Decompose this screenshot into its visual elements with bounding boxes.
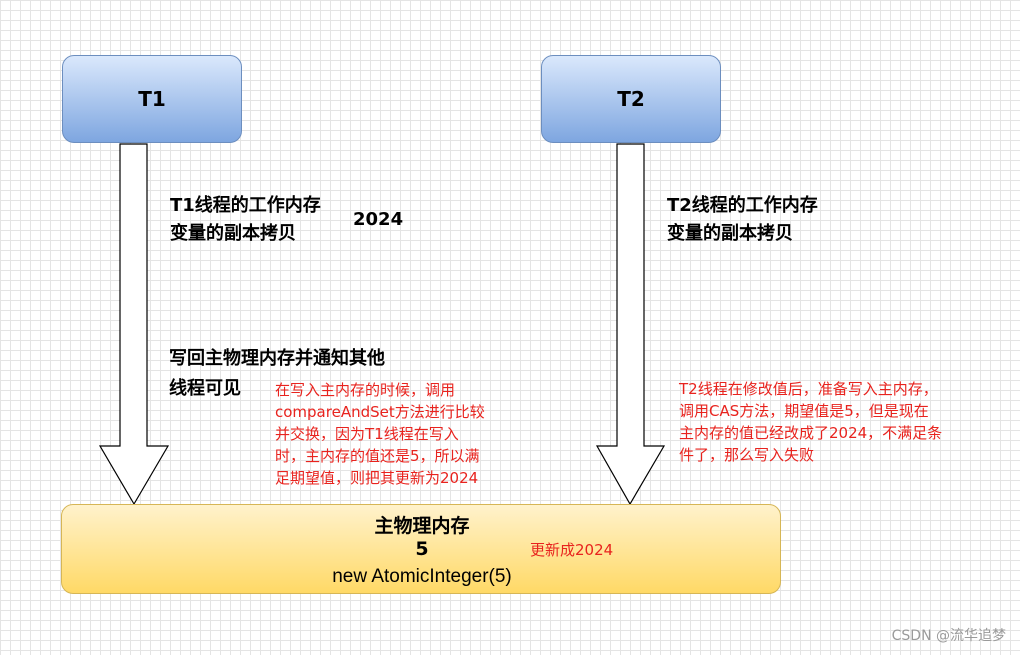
- t2-down-arrow: [595, 143, 666, 506]
- main-memory-value: 5: [415, 538, 429, 560]
- t1-cas-note-line: 在写入主内存的时候，调用: [275, 381, 456, 399]
- watermark: CSDN @流华追梦: [891, 628, 1006, 644]
- t2-working-memory-label: T2线程的工作内存 变量的副本拷贝: [667, 192, 818, 248]
- t1-cas-note-line: compareAndSet方法进行比较: [275, 403, 485, 421]
- t1-copy-value: 2024: [353, 209, 404, 230]
- t2-working-memory-line1: T2线程的工作内存: [667, 195, 818, 216]
- t1-working-memory-label: T1线程的工作内存 变量的副本拷贝: [170, 192, 321, 248]
- main-memory-code: new AtomicInteger(5): [332, 566, 512, 587]
- main-memory-box: 主物理内存 5 更新成2024 new AtomicInteger(5): [61, 504, 781, 594]
- t2-cas-note-line: 件了，那么写入失败: [679, 446, 815, 464]
- main-memory-update-note: 更新成2024: [530, 541, 614, 559]
- t1-working-memory-line2: 变量的副本拷贝: [170, 223, 296, 244]
- thread-t2-box: T2: [541, 55, 721, 143]
- t1-writeback-label: 写回主物理内存并通知其他 线程可见: [169, 344, 385, 404]
- t1-writeback-line2: 线程可见: [169, 378, 241, 399]
- t1-writeback-line1: 写回主物理内存并通知其他: [169, 348, 385, 369]
- t2-cas-note-line: 主内存的值已经改成了2024，不满足条: [679, 424, 943, 442]
- t2-working-memory-line2: 变量的副本拷贝: [667, 223, 793, 244]
- thread-t1-label: T1: [138, 87, 166, 111]
- t2-cas-note: T2线程在修改值后，准备写入主内存， 调用CAS方法，期望值是5，但是现在 主内…: [679, 378, 942, 466]
- thread-t1-box: T1: [62, 55, 242, 143]
- main-memory-title: 主物理内存: [374, 515, 470, 537]
- t2-cas-note-line: 调用CAS方法，期望值是5，但是现在: [679, 402, 929, 420]
- thread-t2-label: T2: [617, 87, 645, 111]
- t1-cas-note-line: 足期望值，则把其更新为2024: [275, 469, 479, 487]
- t2-cas-note-line: T2线程在修改值后，准备写入主内存，: [679, 380, 938, 398]
- t1-working-memory-line1: T1线程的工作内存: [170, 195, 321, 216]
- t1-cas-note: 在写入主内存的时候，调用 compareAndSet方法进行比较 并交换，因为T…: [275, 379, 485, 489]
- t1-cas-note-line: 并交换，因为T1线程在写入: [275, 425, 459, 443]
- t1-down-arrow: [98, 143, 170, 506]
- t1-cas-note-line: 时，主内存的值还是5，所以满: [275, 447, 480, 465]
